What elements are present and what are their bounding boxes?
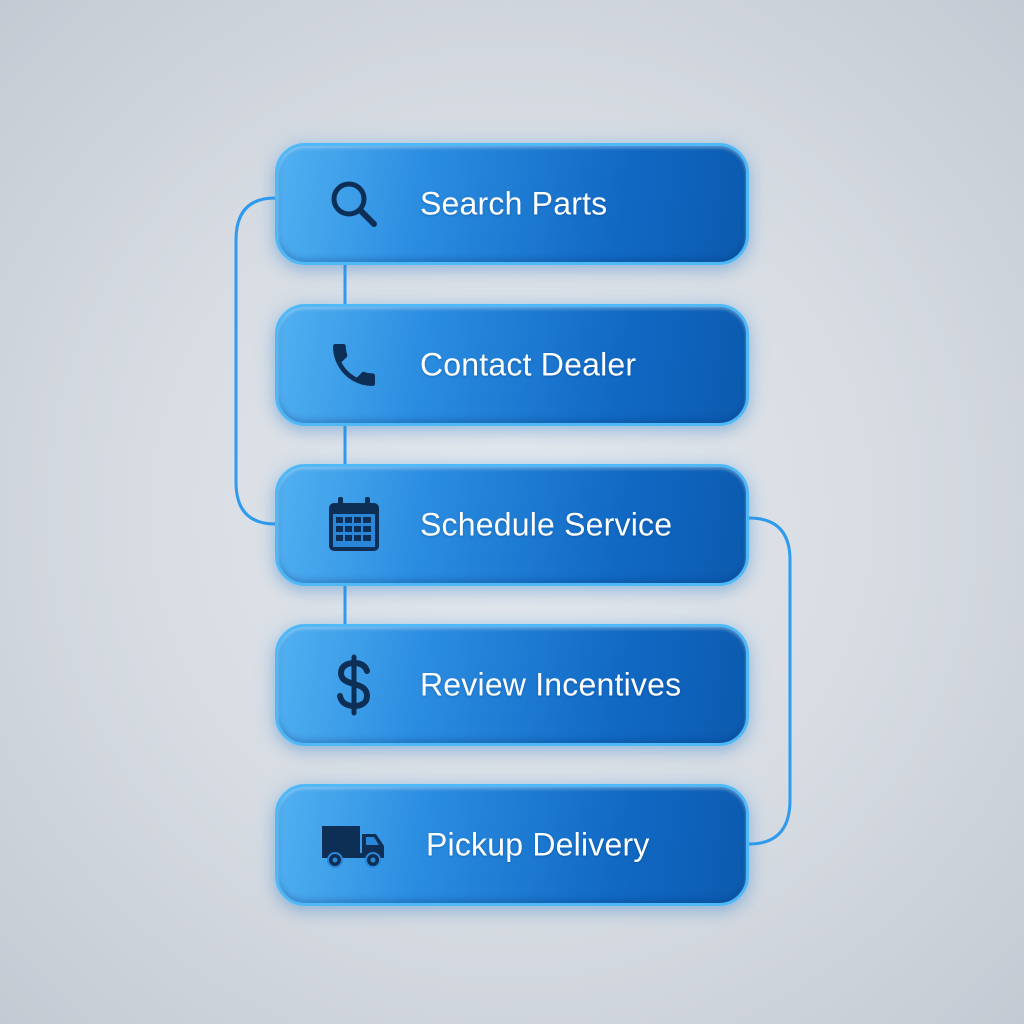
dollar-icon (320, 654, 388, 716)
review-incentives-label: Review Incentives (420, 666, 682, 703)
contact-dealer-label: Contact Dealer (420, 346, 637, 383)
search-parts-button[interactable]: Search Parts (275, 143, 749, 265)
pickup-delivery-label: Pickup Delivery (426, 826, 650, 863)
search-icon (320, 174, 388, 234)
schedule-service-label: Schedule Service (420, 506, 673, 543)
phone-icon (320, 335, 388, 395)
connector-loop-right (747, 516, 792, 846)
review-incentives-button[interactable]: Review Incentives (275, 624, 749, 746)
search-parts-label: Search Parts (420, 185, 608, 222)
schedule-service-button[interactable]: Schedule Service (275, 464, 749, 586)
pickup-delivery-button[interactable]: Pickup Delivery (275, 784, 749, 906)
truck-icon (320, 815, 388, 875)
calendar-icon (320, 495, 388, 555)
connector-loop-left (234, 196, 277, 526)
contact-dealer-button[interactable]: Contact Dealer (275, 304, 749, 426)
